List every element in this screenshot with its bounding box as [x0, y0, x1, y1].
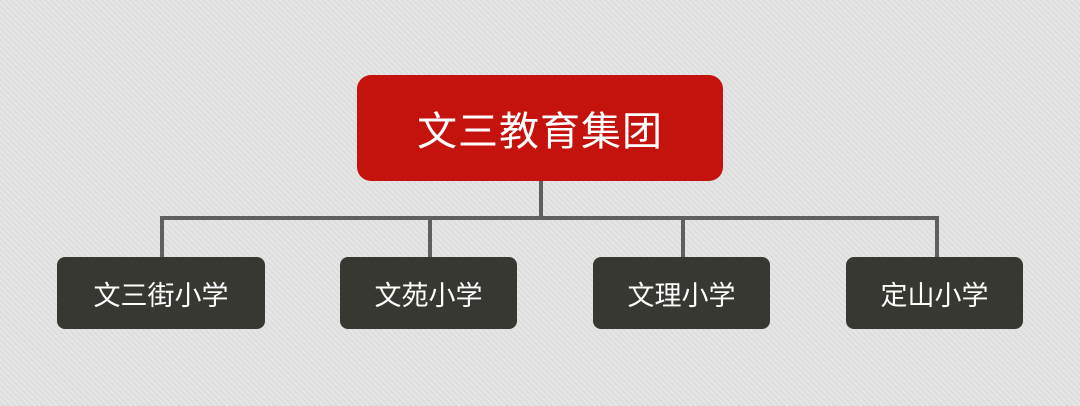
root-connector-vertical	[539, 181, 543, 218]
child-connector-1	[160, 216, 164, 257]
child-node-wenyuan: 文苑小学	[340, 257, 517, 329]
child-node-label: 文三街小学	[93, 280, 229, 312]
child-connector-2	[428, 216, 432, 257]
child-connector-4	[935, 216, 939, 257]
child-node-label: 定山小学	[880, 280, 989, 312]
child-connector-3	[681, 216, 685, 257]
child-node-dingshan: 定山小学	[846, 257, 1023, 329]
root-node: 文三教育集团	[357, 75, 723, 181]
horizontal-connector	[160, 216, 939, 220]
child-node-label: 文理小学	[627, 280, 736, 312]
child-node-wensanjie: 文三街小学	[57, 257, 265, 329]
root-node-label: 文三教育集团	[417, 109, 663, 155]
child-node-label: 文苑小学	[374, 280, 483, 312]
child-node-wenli: 文理小学	[593, 257, 770, 329]
